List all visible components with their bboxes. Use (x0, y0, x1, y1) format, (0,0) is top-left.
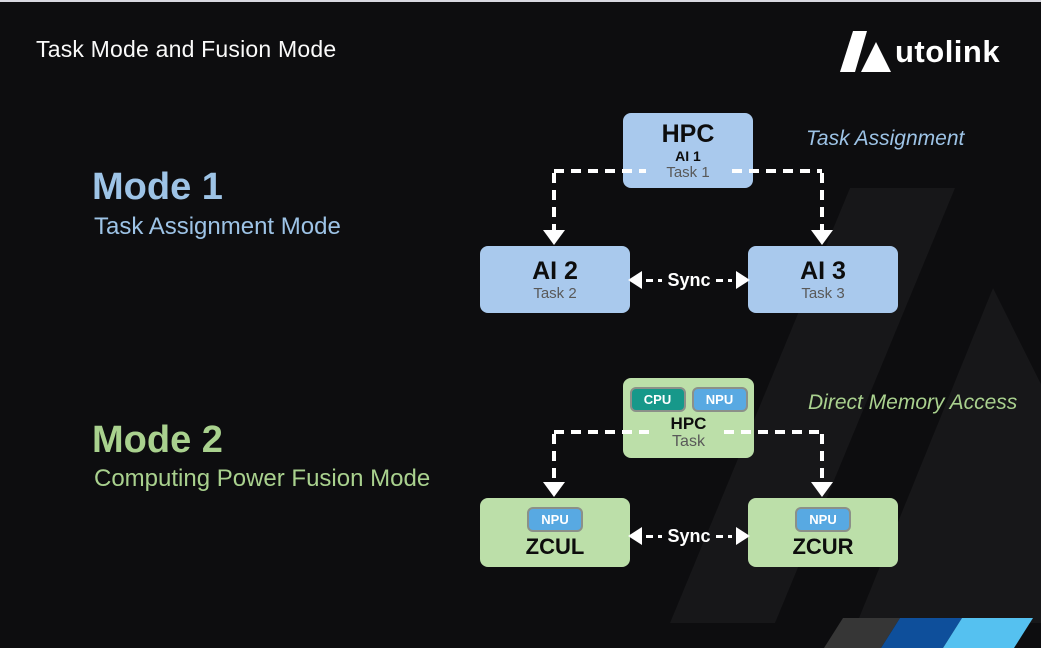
sync-dash (646, 534, 663, 538)
window-top-edge (0, 0, 1041, 2)
arrow-right-icon (736, 527, 750, 545)
task-assignment-annotation: Task Assignment (806, 127, 965, 150)
mode1-connector-left-horizontal (554, 169, 646, 173)
cpu-chip: CPU (629, 387, 686, 412)
mode2-connector-right-vertical (820, 434, 824, 482)
mode2-subtitle: Computing Power Fusion Mode (94, 465, 431, 492)
logo-wordmark: utolink (895, 34, 1001, 69)
mode1-subtitle: Task Assignment Mode (94, 213, 341, 240)
direct-memory-access-annotation: Direct Memory Access (808, 391, 1018, 414)
mode2-heading: Mode 2 (92, 419, 223, 461)
autolink-logo: utolink (840, 31, 1000, 72)
sync-label: Sync (667, 525, 711, 546)
mode1-heading: Mode 1 (92, 166, 223, 208)
corner-stripes-decoration (824, 618, 1033, 648)
mode1-sync-connector: Sync (628, 268, 750, 292)
zcul-title: ZCUL (525, 533, 585, 559)
arrow-down-icon (543, 230, 565, 245)
npu-chip: NPU (527, 506, 583, 532)
hpc2-title: HPC (670, 414, 707, 433)
arrow-down-icon (811, 482, 833, 497)
hpc-node-mode1: HPC AI 1 Task 1 (623, 113, 753, 188)
page-title: Task Mode and Fusion Mode (36, 36, 337, 62)
sync-dash (715, 278, 732, 282)
mode2-connector-left-horizontal (554, 430, 650, 434)
sync-dash (646, 278, 663, 282)
mode2-sync-connector: Sync (628, 524, 750, 548)
arrow-left-icon (628, 527, 642, 545)
zcul-node: NPU ZCUL (480, 498, 630, 567)
ai3-task-label: Task 3 (801, 284, 845, 302)
hpc1-task1-label: Task 1 (666, 163, 710, 181)
ai3-node: AI 3 Task 3 (748, 246, 898, 313)
ai3-title: AI 3 (800, 256, 846, 285)
hpc1-title: HPC (661, 119, 715, 148)
arrow-down-icon (811, 230, 833, 245)
hpc2-task-label: Task (672, 433, 705, 450)
mode2-connector-left-vertical (552, 434, 556, 482)
hpc1-ai1-label: AI 1 (675, 147, 701, 164)
mode2-connector-right-horizontal (724, 430, 822, 434)
ai2-task-label: Task 2 (533, 284, 577, 302)
arrow-right-icon (736, 271, 750, 289)
zcur-title: ZCUR (792, 533, 854, 559)
sync-label: Sync (667, 269, 711, 290)
hpc-node-mode2: CPU NPU HPC Task (623, 378, 754, 458)
ai2-title: AI 2 (532, 256, 578, 285)
autolink-a-icon (840, 31, 891, 72)
mode1-connector-left-vertical (552, 173, 556, 230)
arrow-left-icon (628, 271, 642, 289)
mode1-connector-right-vertical (820, 173, 824, 230)
npu-chip: NPU (795, 506, 851, 532)
ai2-node: AI 2 Task 2 (480, 246, 630, 313)
arrow-down-icon (543, 482, 565, 497)
mode1-connector-right-horizontal (732, 169, 822, 173)
sync-dash (715, 534, 732, 538)
npu-chip: NPU (691, 387, 748, 412)
zcur-node: NPU ZCUR (748, 498, 898, 567)
hpc2-chip-row: CPU NPU (629, 387, 748, 412)
